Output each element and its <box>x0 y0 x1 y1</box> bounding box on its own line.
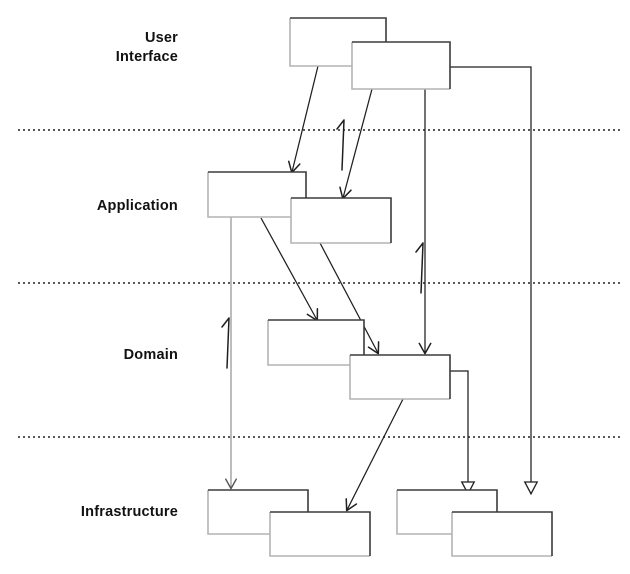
connector-app-box-1-to-dom-box-1 <box>260 217 319 322</box>
line-jump-marker <box>336 119 345 171</box>
connector-dom-box-2-to-infra-box-3 <box>450 370 476 496</box>
line-jump-marker <box>415 242 424 294</box>
component-box-app-box-2[interactable] <box>290 197 392 244</box>
layer-label-infrastructure: Infrastructure <box>80 504 178 520</box>
component-box-infra-box-4[interactable] <box>451 511 553 557</box>
line-jump-marker <box>221 317 230 369</box>
layer-separators <box>18 129 622 438</box>
component-box-dom-box-1[interactable] <box>267 319 365 366</box>
connector-app-box-2-to-dom-box-2 <box>319 242 380 355</box>
connector-dom-box-2-to-infra-box-2 <box>345 398 404 512</box>
component-box-dom-box-2[interactable] <box>349 354 451 400</box>
connector-ui-box-1-to-app-box-1 <box>287 65 319 174</box>
layer-label-user-interface: User Interface <box>115 30 178 65</box>
layer-label-domain: Domain <box>123 347 178 363</box>
component-boxes <box>207 17 553 557</box>
line-jump-markers <box>221 119 424 369</box>
layer-label-application: Application <box>96 198 178 214</box>
connector-ui-box-2-to-app-box-2 <box>339 88 373 200</box>
component-box-ui-box-2[interactable] <box>351 41 451 90</box>
dependency-connectors <box>225 65 539 512</box>
component-box-infra-box-2[interactable] <box>269 511 371 557</box>
connector-ui-box-2-to-infra-box-4 <box>450 66 539 496</box>
